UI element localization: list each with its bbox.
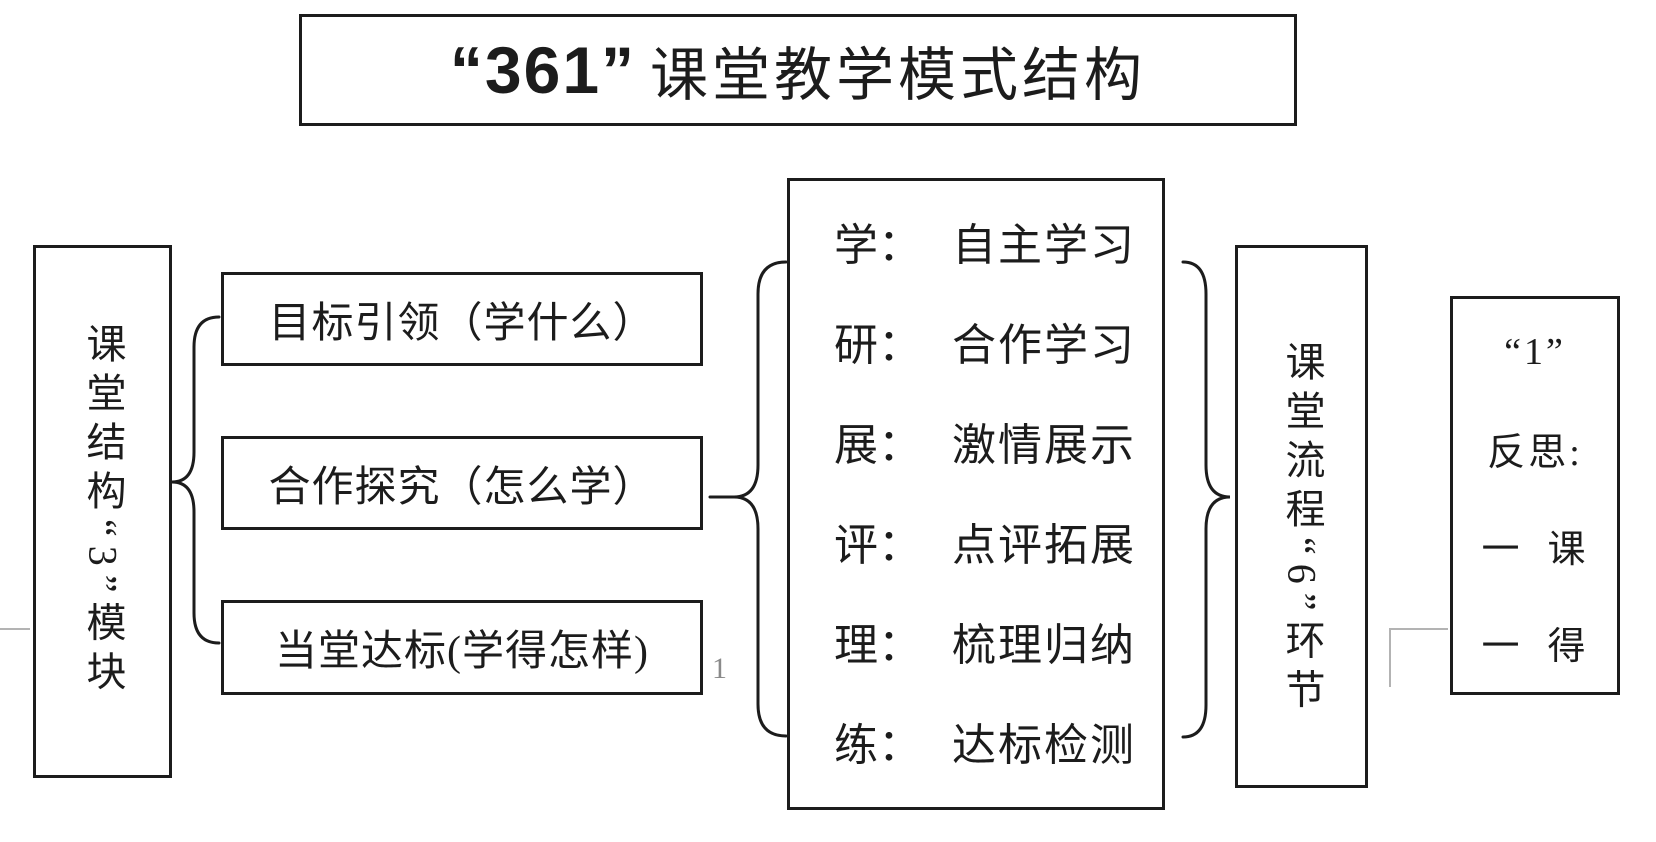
process-steps-box: 学： 自主学习 研： 合作学习 展： 激情展示 评： 点评拓展 理： 梳理归纳 … [787, 178, 1165, 810]
process-row-show: 展： 激情展示 [790, 391, 1162, 491]
title-number: “361” [449, 33, 637, 107]
brace-middle [733, 260, 788, 738]
process-row-evaluate-value: 点评拓展 [952, 521, 1136, 570]
classroom-structure-box: 课堂结构“3”模块 [33, 245, 172, 778]
process-row-evaluate-key: 评： [834, 521, 922, 570]
reflection-line-yide: 一 得 [1481, 626, 1589, 668]
process-row-research-value: 合作学习 [952, 321, 1136, 370]
structure-box-in-class-standard: 当堂达标(学得怎样) [221, 600, 703, 695]
process-row-organize: 理： 梳理归纳 [790, 591, 1162, 691]
structure-box-cooperative-inquiry: 合作探究（怎么学） [221, 436, 703, 530]
structure-box-cooperative-inquiry-label: 合作探究（怎么学） [268, 464, 656, 511]
process-row-show-key: 展： [834, 421, 922, 470]
process-row-practice-key: 练： [834, 721, 922, 770]
brace-right [1181, 260, 1231, 739]
reflection-box: “1” 反思: 一 课 一 得 [1450, 296, 1620, 695]
process-row-organize-key: 理： [834, 621, 922, 670]
title-box: “361” 课堂教学模式结构 [299, 14, 1297, 126]
process-row-evaluate: 评： 点评拓展 [790, 491, 1162, 591]
process-row-practice-value: 达标检测 [952, 721, 1136, 770]
reflection-line-fansi: 反思: [1487, 432, 1583, 474]
process-row-organize-value: 梳理归纳 [952, 621, 1136, 670]
process-row-practice: 练： 达标检测 [790, 691, 1162, 791]
classroom-flow-label: 课堂流程“6”环节 [1279, 341, 1325, 718]
page-title: 课堂教学模式结构 [650, 43, 1147, 108]
structure-box-goal-leading: 目标引领（学什么） [221, 272, 703, 366]
process-row-research: 研： 合作学习 [790, 291, 1162, 391]
process-row-learn: 学： 自主学习 [790, 191, 1162, 291]
process-row-research-key: 研： [834, 321, 922, 370]
reflection-line-one: “1” [1504, 330, 1566, 373]
classroom-flow-box: 课堂流程“6”环节 [1235, 245, 1368, 788]
process-row-learn-value: 自主学习 [952, 221, 1136, 270]
structure-box-in-class-standard-label: 当堂达标(学得怎样) [275, 629, 649, 675]
reflection-line-yike: 一 课 [1481, 529, 1589, 571]
page-number: 1 [712, 652, 727, 685]
faint-corner-mark [1389, 628, 1448, 687]
process-row-learn-key: 学： [834, 221, 922, 270]
classroom-structure-label: 课堂结构“3”模块 [80, 323, 126, 700]
brace-left [171, 315, 221, 645]
process-row-show-value: 激情展示 [952, 421, 1136, 470]
structure-box-goal-leading-label: 目标引领（学什么） [268, 300, 656, 347]
